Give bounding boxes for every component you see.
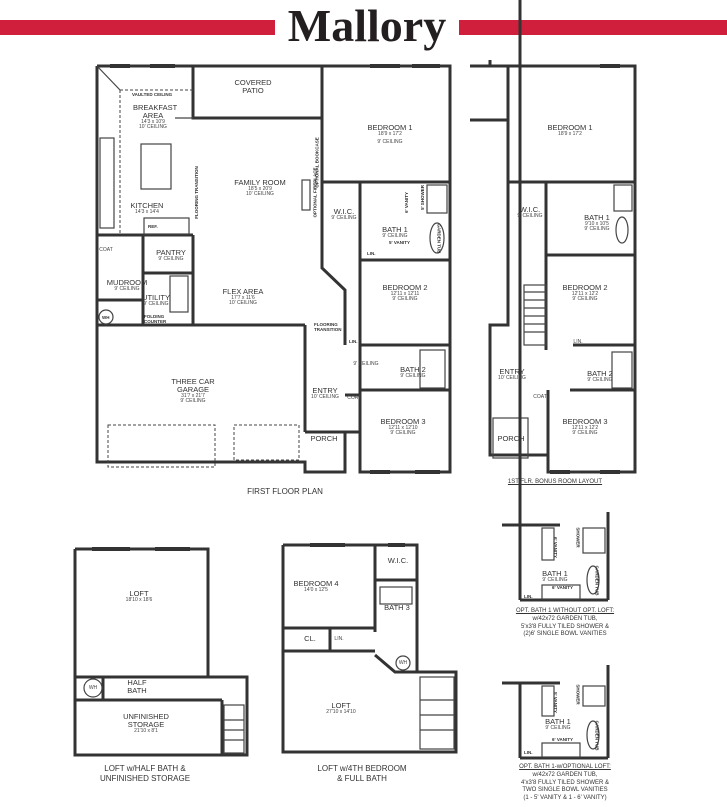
opt-a-shower: SHOWER xyxy=(575,527,581,548)
note-garden-tub: GARDEN TUB xyxy=(436,223,442,254)
note-lin-2: LIN. xyxy=(349,339,358,344)
room-hall: 9' CEILING xyxy=(353,361,379,367)
note-optional-fireplace: OPTIONAL FIREPLACE xyxy=(312,167,318,218)
loft-a-wh: WH xyxy=(88,685,98,691)
opt-a-tub: GARDEN TUB xyxy=(594,565,600,596)
opt-b-vanity-a: 5' VANITY xyxy=(553,692,558,713)
loft-b-wh: WH xyxy=(398,660,408,666)
opt-b-tub: GARDEN TUB xyxy=(594,720,600,751)
opt-a-vanity-b: 6' VANITY xyxy=(552,585,573,590)
loft-half-bath-caption: LOFT w/HALF BATH &UNFINISHED STORAGE xyxy=(99,764,191,783)
first-floor-plan-caption: FIRST FLOOR PLAN xyxy=(247,487,323,496)
bonus-lin: LIN. xyxy=(573,339,583,345)
loft-b-wic: W.I.C. xyxy=(387,556,409,565)
room-porch: PORCH xyxy=(310,434,338,443)
loft-a-half-bath: HALF BATH xyxy=(127,678,147,695)
loft-b-closet: CL. xyxy=(304,634,316,643)
loft-half-bath-walls xyxy=(73,547,249,757)
header-accent-bar-left xyxy=(0,20,275,35)
opt-b-shower: SHOWER xyxy=(575,684,581,705)
opt-bath-no-loft-caption: OPT. BATH 1 WITHOUT OPT. LOFT:w/42x72 GA… xyxy=(515,608,615,638)
room-wic: W.I.C.9' CEILING xyxy=(331,207,357,221)
loft-b-linen: LIN. xyxy=(334,636,344,642)
opt-bath-loft-caption: OPT. BATH 1-w/OPTIONAL LOFT:w/42x72 GARD… xyxy=(519,764,611,802)
opt-bath-no-loft-walls xyxy=(502,0,610,602)
bonus-coat: COAT xyxy=(533,394,547,400)
header-accent-bar-right xyxy=(459,20,727,35)
room-coat-mudroom: COAT xyxy=(99,247,113,253)
bonus-porch: PORCH xyxy=(497,434,525,443)
opt-a-vanity-a: 6' VANITY xyxy=(553,537,558,558)
note-ref: REF. xyxy=(148,224,158,229)
note-lin-1: LIN. xyxy=(367,251,376,256)
room-covered-patio: COVERED PATIO xyxy=(234,78,272,95)
room-coat-entry: COAT xyxy=(347,395,361,401)
loft-bedroom-walls xyxy=(281,543,458,754)
note-6-vanity: 6' VANITY xyxy=(404,192,409,213)
note-vaulted-ceiling: VAULTED CEILING xyxy=(132,92,173,97)
bonus-layout-caption: 1ST FLR. BONUS ROOM LAYOUT xyxy=(507,479,603,485)
note-flooring-transition-1: FLOORING TRANSITION xyxy=(193,166,199,219)
plan-title: Mallory xyxy=(287,0,447,51)
loft-bedroom-caption: LOFT w/4TH BEDROOM& FULL BATH xyxy=(317,764,407,783)
opt-b-lin: LIN. xyxy=(524,750,533,755)
opt-b-vanity-b: 6' VANITY xyxy=(552,737,573,742)
first-floor-walls xyxy=(95,64,452,474)
note-folding-counter: FOLDING COUNTER xyxy=(144,314,167,324)
loft-b-bath-3: BATH 3 xyxy=(384,603,410,612)
opt-a-lin: LIN. xyxy=(524,594,533,599)
note-wh: WH xyxy=(102,315,110,320)
opt-bath-loft-walls xyxy=(502,665,610,760)
note-shower: 5' SHOWER xyxy=(420,184,426,211)
note-flooring-transition-2: FLOORING TRANSITION xyxy=(314,322,342,332)
bonus-wic: W.I.C.9' CEILING xyxy=(517,205,543,219)
note-5-vanity: 5' VANITY xyxy=(389,240,410,245)
bonus-layout-walls xyxy=(470,60,637,474)
